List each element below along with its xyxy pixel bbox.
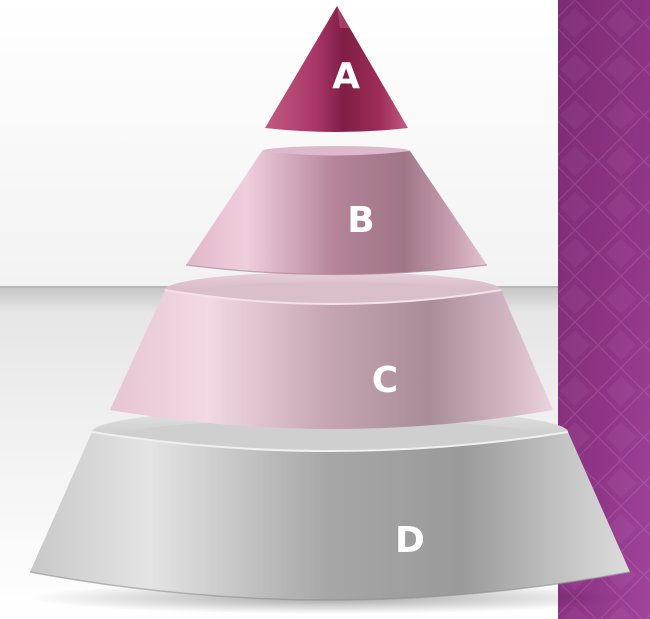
tier-c: C bbox=[110, 272, 553, 429]
tier-b-label: B bbox=[347, 200, 374, 241]
tier-c-label: C bbox=[372, 360, 398, 401]
tier-d: D bbox=[30, 408, 630, 600]
tier-d-label: D bbox=[395, 520, 425, 561]
tier-a-label: A bbox=[332, 56, 360, 97]
